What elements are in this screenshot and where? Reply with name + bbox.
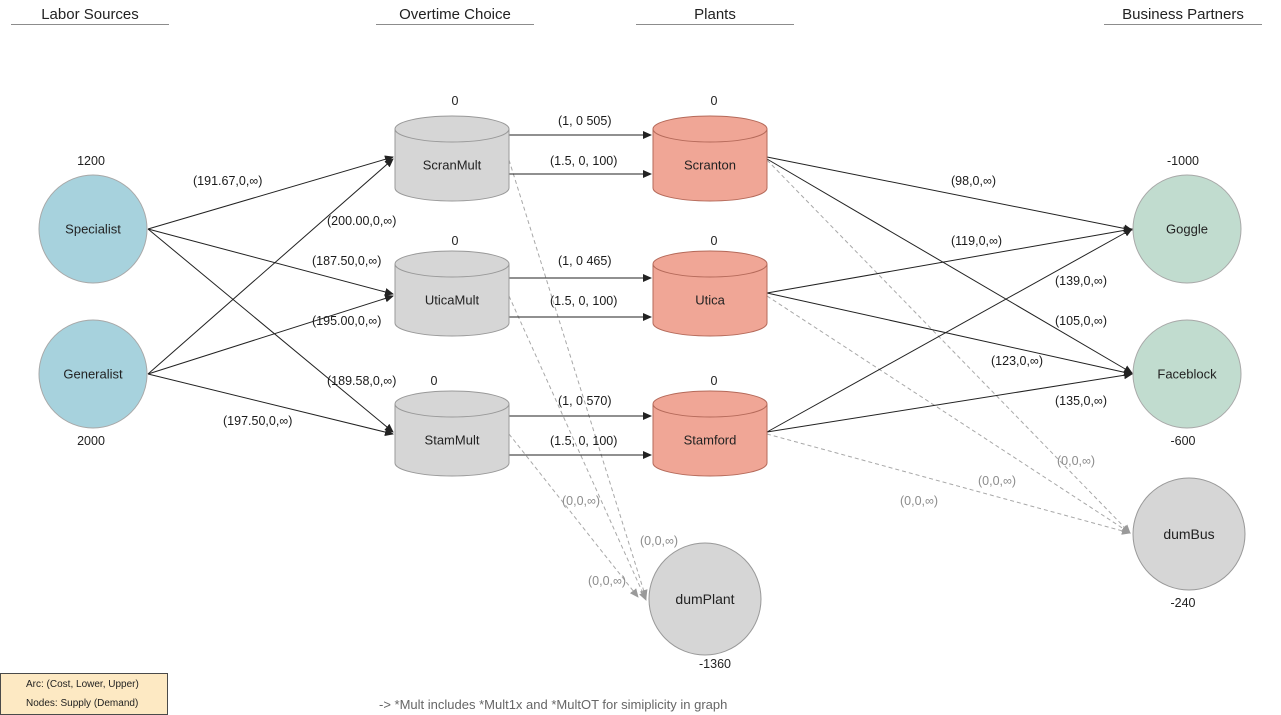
node-stamford [652, 390, 768, 477]
arc-label-specialist-stammult: (189.58,0,∞) [327, 374, 397, 388]
legend-arc: Arc: (Cost, Lower, Upper) [26, 679, 139, 690]
supply-uticamult: 0 [451, 234, 459, 248]
label-faceblock: Faceblock [1157, 366, 1217, 382]
arc-label-generalist-scranmult: (200.00,0,∞) [327, 214, 397, 228]
arc-generalist-stammult [147, 373, 394, 436]
arc-label-utica-goggle: (119,0,∞) [951, 234, 1003, 248]
node-stammult [394, 390, 510, 477]
header-business-partners: Business Partners [1104, 6, 1262, 25]
supply-stamford: 0 [710, 374, 718, 388]
arc-label-scranton-goggle: (98,0,∞) [951, 174, 997, 188]
label-stammult: StamMult [424, 432, 480, 448]
node-faceblock [1132, 319, 1242, 429]
label-utica: Utica [695, 292, 725, 308]
node-dumbus [1132, 477, 1246, 591]
arc-label-utica-dumbus: (0,0,∞) [978, 474, 1017, 488]
arc-label-stamford-goggle: (139,0,∞) [1055, 274, 1107, 288]
demand-dumplant: -1360 [699, 657, 731, 671]
label-dumplant: dumPlant [675, 591, 735, 607]
supply-stammult: 0 [430, 374, 438, 388]
supply-scranton: 0 [710, 94, 718, 108]
demand-faceblock: -600 [1170, 434, 1196, 448]
arc-label-scran-ot: (1.5, 0, 100) [550, 154, 618, 168]
arc-generalist-uticamult [147, 294, 394, 375]
legend-box: Arc: (Cost, Lower, Upper) Nodes: Supply … [0, 673, 168, 715]
arc-uticamult-dumplant [508, 295, 647, 601]
arc-scranton-goggle [766, 156, 1133, 233]
node-dumplant [648, 542, 762, 656]
arc-utica-goggle [766, 226, 1133, 294]
arc-stamford-faceblock [766, 371, 1133, 433]
supply-generalist: 2000 [77, 434, 105, 448]
arc-label-specialist-uticamult: (187.50,0,∞) [312, 254, 382, 268]
arc-scranton-dumbus [766, 159, 1131, 534]
arc-scranmult-dumplant [508, 159, 648, 599]
arc-label-stamford-faceblock: (135,0,∞) [1055, 394, 1107, 408]
node-specialist [38, 174, 148, 284]
arc-label-uticamult-dumplant: (0,0,∞) [588, 574, 627, 588]
arc-label-stam-ot: (1.5, 0, 100) [550, 434, 618, 448]
arc-stammult-dumplant [508, 433, 639, 598]
arc-label-generalist-uticamult: (195.00,0,∞) [312, 314, 382, 328]
arc-scranton-faceblock [766, 158, 1133, 374]
arc-label-specialist-scranmult: (191.67,0,∞) [193, 174, 263, 188]
arc-label-generalist-stammult: (197.50,0,∞) [223, 414, 293, 428]
arc-specialist-stammult [147, 228, 394, 433]
arc-label-stam-1x: (1, 0 570) [558, 394, 612, 408]
label-specialist: Specialist [65, 221, 121, 237]
arc-label-utica-1x: (1, 0 465) [558, 254, 612, 268]
label-scranton: Scranton [683, 157, 737, 173]
arc-label-scranton-faceblock: (105,0,∞) [1055, 314, 1107, 328]
arc-label-utica-ot: (1.5, 0, 100) [550, 294, 618, 308]
node-goggle [1132, 174, 1242, 284]
arc-utica-dumbus [766, 295, 1131, 534]
footnote: -> *Mult includes *Mult1x and *MultOT fo… [379, 697, 728, 712]
arc-label-stammult-dumplant: (0,0,∞) [562, 494, 601, 508]
arc-stamford-goggle [766, 228, 1133, 433]
label-uticamult: UticaMult [424, 292, 480, 308]
node-utica [652, 250, 768, 337]
node-uticamult [394, 250, 510, 337]
label-scranmult: ScranMult [422, 157, 482, 173]
header-overtime-choice: Overtime Choice [376, 6, 534, 25]
header-labor-sources: Labor Sources [11, 6, 169, 25]
supply-utica: 0 [710, 234, 718, 248]
node-generalist [38, 319, 148, 429]
arc-label-scran-1x: (1, 0 505) [558, 114, 612, 128]
node-scranton [652, 115, 768, 202]
arc-label-utica-faceblock: (123,0,∞) [991, 354, 1043, 368]
arc-specialist-uticamult [147, 228, 394, 296]
node-scranmult [394, 115, 510, 202]
arc-label-scranton-dumbus: (0,0,∞) [1057, 454, 1096, 468]
arc-label-scranmult-dumplant: (0,0,∞) [640, 534, 679, 548]
demand-dumbus: -240 [1170, 596, 1196, 610]
arc-stamford-dumbus [766, 433, 1131, 535]
label-dumbus: dumBus [1163, 526, 1215, 542]
arc-specialist-scranmult [147, 155, 394, 230]
supply-scranmult: 0 [451, 94, 459, 108]
label-stamford: Stamford [683, 432, 737, 448]
legend-nodes: Nodes: Supply (Demand) [26, 698, 139, 709]
header-plants: Plants [636, 6, 794, 25]
arc-utica-faceblock [766, 292, 1133, 377]
demand-goggle: -1000 [1167, 154, 1199, 168]
label-goggle: Goggle [1166, 221, 1208, 237]
label-generalist: Generalist [63, 366, 123, 382]
arc-generalist-scranmult [147, 158, 394, 375]
arc-label-stamford-dumbus: (0,0,∞) [900, 494, 939, 508]
supply-specialist: 1200 [77, 154, 105, 168]
